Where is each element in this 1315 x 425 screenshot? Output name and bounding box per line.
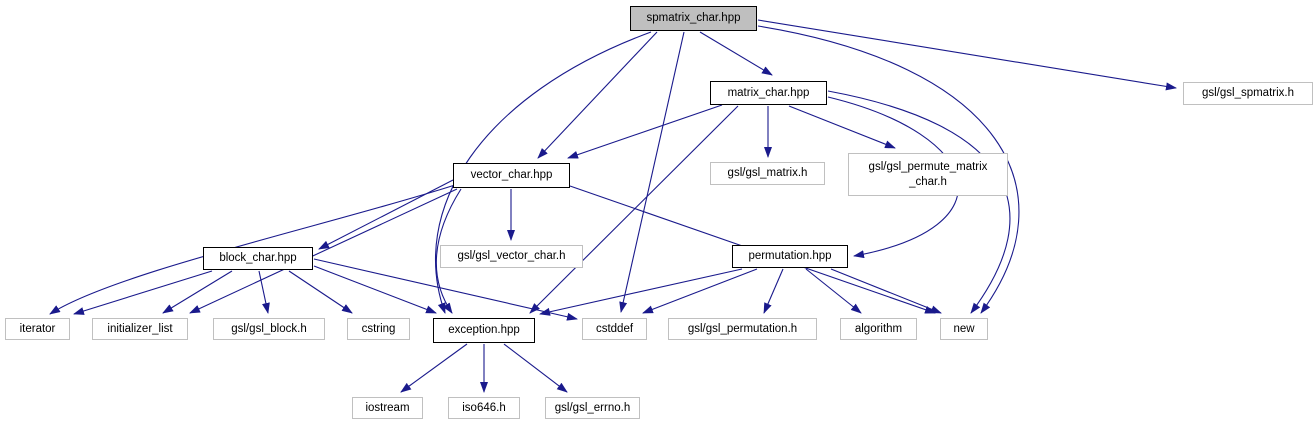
- edge-permutation-new: [830, 268, 942, 314]
- node-algorithm[interactable]: algorithm: [840, 318, 917, 340]
- node-spmatrix_char[interactable]: spmatrix_char.hpp: [630, 6, 757, 31]
- edge-block_char-cstddef: [313, 258, 578, 321]
- node-gsl_matrix[interactable]: gsl/gsl_matrix.h: [710, 162, 825, 185]
- node-permutation[interactable]: permutation.hpp: [732, 245, 848, 268]
- edge-block_char-cstring: [288, 270, 353, 314]
- node-matrix_char[interactable]: matrix_char.hpp: [710, 81, 827, 105]
- edge-permutation-gsl_permutation: [763, 268, 784, 314]
- node-gsl_permutation[interactable]: gsl/gsl_permutation.h: [668, 318, 817, 340]
- edge-spmatrix_char-exception: [435, 31, 652, 314]
- edge-matrix_char-exception: [529, 105, 739, 314]
- node-initializer_list[interactable]: initializer_list: [92, 318, 188, 340]
- edge-block_char-initializer_list: [162, 270, 233, 314]
- node-gsl_permute_matrix[interactable]: gsl/gsl_permute_matrix _char.h: [848, 153, 1008, 196]
- node-gsl_block[interactable]: gsl/gsl_block.h: [213, 318, 325, 340]
- edge-spmatrix_char-vector_char: [537, 31, 658, 159]
- node-gsl_errno[interactable]: gsl/gsl_errno.h: [545, 397, 640, 419]
- edge-permutation-algorithm: [805, 268, 862, 314]
- node-exception[interactable]: exception.hpp: [433, 318, 535, 343]
- edge-block_char-exception: [313, 265, 437, 314]
- edge-permutation-exception: [539, 268, 743, 316]
- edge-spmatrix_char-matrix_char: [699, 31, 773, 76]
- edge-exception-gsl_errno: [503, 343, 568, 393]
- edge-permutation-cstddef: [642, 268, 758, 314]
- node-iso646[interactable]: iso646.h: [448, 397, 520, 419]
- node-gsl_spmatrix[interactable]: gsl/gsl_spmatrix.h: [1183, 82, 1313, 105]
- edge-spmatrix_char-cstddef: [619, 31, 685, 313]
- edge-vector_char-block_char: [318, 179, 454, 250]
- edge-exception-iostream: [400, 343, 468, 393]
- node-block_char[interactable]: block_char.hpp: [203, 247, 313, 270]
- node-new[interactable]: new: [940, 318, 988, 340]
- edge-spmatrix_char-gsl_spmatrix: [757, 19, 1177, 91]
- edge-vector_char-initializer_list: [189, 188, 458, 314]
- edge-block_char-iterator: [73, 270, 213, 315]
- edge-spmatrix_char-new: [757, 25, 1020, 314]
- edge-matrix_char-vector_char: [567, 104, 723, 159]
- node-iterator[interactable]: iterator: [5, 318, 70, 340]
- edge-vector_char-exception: [435, 188, 462, 314]
- edge-block_char-gsl_block: [258, 270, 270, 314]
- edge-matrix_char-gsl_permute_matrix: [788, 105, 896, 149]
- node-iostream[interactable]: iostream: [352, 397, 423, 419]
- node-gsl_vector_char[interactable]: gsl/gsl_vector_char.h: [440, 245, 583, 268]
- node-vector_char[interactable]: vector_char.hpp: [453, 163, 570, 188]
- node-cstring[interactable]: cstring: [347, 318, 410, 340]
- node-cstddef[interactable]: cstddef: [582, 318, 647, 340]
